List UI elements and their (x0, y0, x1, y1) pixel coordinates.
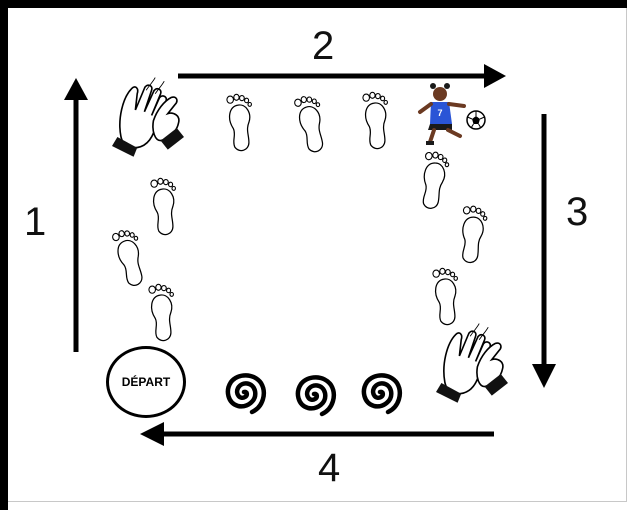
start-label: DÉPART (121, 375, 171, 389)
frame-border-left (0, 0, 8, 510)
spiral-icon (228, 375, 264, 412)
soccer-player-icon: 7 (418, 83, 466, 145)
frame-border-bottom (8, 501, 627, 502)
spiral-icon (364, 375, 400, 412)
arrow-step-4 (140, 422, 494, 446)
footprint-icon (150, 177, 177, 236)
start-circle: DÉPART (106, 346, 186, 418)
footprint-icon (226, 93, 253, 152)
clapping-hands-icon (435, 322, 509, 404)
step-number-1: 1 (24, 200, 47, 244)
step-number-4: 4 (318, 446, 341, 490)
footprint-icon (362, 91, 389, 150)
footprint-icon (414, 149, 452, 211)
player-number: 7 (437, 108, 442, 118)
footprint-icon (111, 227, 147, 289)
arrow-step-1 (64, 78, 88, 352)
footprint-icon (293, 93, 327, 155)
clapping-hands-icon (111, 76, 185, 158)
footprint-icon (454, 203, 490, 265)
arrow-step-2 (178, 64, 506, 88)
arrow-step-3 (532, 114, 556, 388)
step-number-3: 3 (566, 190, 589, 234)
spiral-icon (298, 377, 334, 414)
frame-border-top (0, 0, 627, 8)
footprint-icon (148, 283, 175, 342)
soccer-ball-icon (466, 110, 486, 130)
footprint-icon (432, 267, 459, 326)
step-number-2: 2 (312, 24, 335, 68)
